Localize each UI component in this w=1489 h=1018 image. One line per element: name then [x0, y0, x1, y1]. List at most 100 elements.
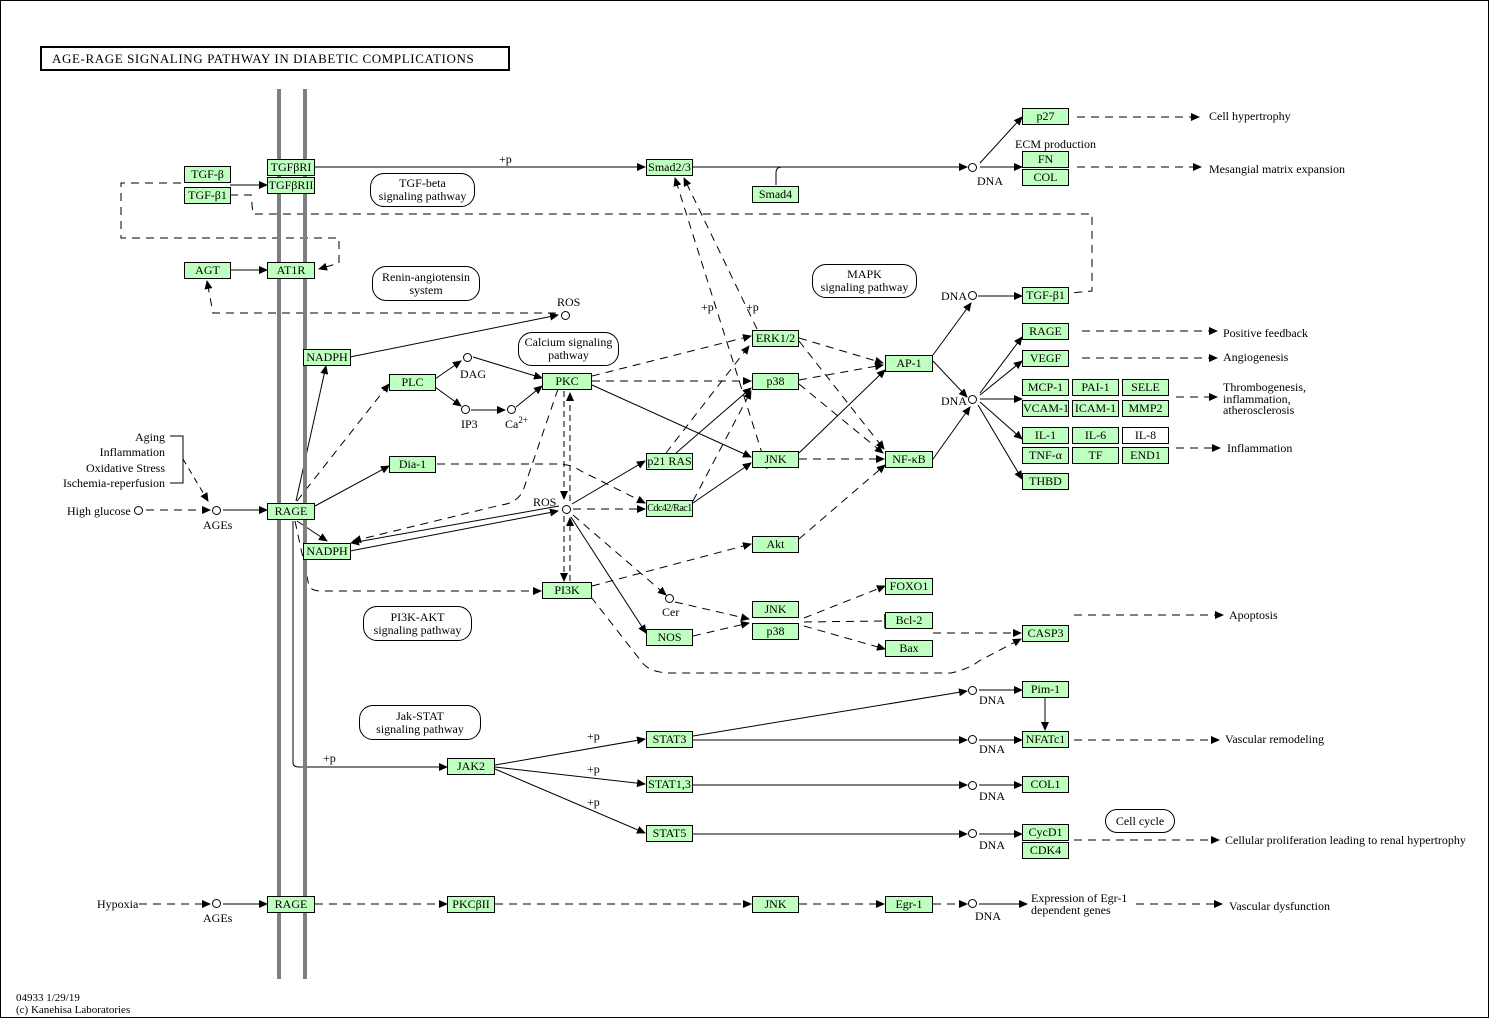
gene-nadph-lower[interactable]: NADPH: [303, 543, 351, 560]
gene-rage-membrane[interactable]: RAGE: [267, 503, 315, 520]
gene-tgfb1-output[interactable]: TGF-β1: [1022, 287, 1069, 304]
compound-cer[interactable]: [665, 594, 674, 603]
gene-stat5[interactable]: STAT5: [646, 825, 693, 842]
compound-ca[interactable]: [507, 405, 516, 414]
compound-dna-2[interactable]: [968, 291, 977, 300]
compound-ros-lower[interactable]: [562, 505, 571, 514]
gene-col1[interactable]: COL1: [1022, 776, 1069, 793]
gene-at1r[interactable]: AT1R: [267, 262, 315, 279]
gene-p38-upper[interactable]: p38: [752, 373, 799, 390]
gene-stat3[interactable]: STAT3: [646, 731, 693, 748]
compound-ages-upper[interactable]: [212, 506, 221, 515]
gene-vcam1[interactable]: VCAM-1: [1022, 400, 1069, 417]
gene-akt[interactable]: Akt: [752, 536, 799, 553]
gene-tf[interactable]: TF: [1072, 447, 1119, 464]
label-phospho-erk-right: +p: [746, 300, 759, 314]
pathway-renin-angiotensin[interactable]: Renin-angiotensin system: [372, 266, 480, 301]
gene-egr1[interactable]: Egr-1: [885, 896, 933, 913]
gene-casp3[interactable]: CASP3: [1022, 625, 1069, 642]
gene-pkcb2[interactable]: PKCβII: [447, 896, 495, 913]
gene-smad4[interactable]: Smad4: [752, 186, 799, 203]
gene-cycd1[interactable]: CycD1: [1022, 824, 1069, 841]
gene-il1[interactable]: IL-1: [1022, 427, 1069, 444]
gene-pim1[interactable]: Pim-1: [1022, 681, 1069, 698]
gene-erk12[interactable]: ERK1/2: [752, 330, 799, 347]
gene-jak2[interactable]: JAK2: [447, 758, 495, 775]
diagram-title: AGE-RAGE SIGNALING PATHWAY IN DIABETIC C…: [40, 46, 510, 71]
gene-tgfbr2[interactable]: TGFβRII: [267, 177, 315, 194]
gene-jnk-middle[interactable]: JNK: [752, 601, 799, 618]
label-dna-5: DNA: [979, 742, 1005, 756]
outcome-cell-hypertrophy: Cell hypertrophy: [1209, 109, 1291, 123]
pathway-mapk[interactable]: MAPK signaling pathway: [812, 264, 917, 298]
gene-dia1[interactable]: Dia-1: [389, 456, 436, 473]
compound-dna-6[interactable]: [968, 781, 977, 790]
compound-dna-8[interactable]: [968, 899, 977, 908]
gene-tgfb1[interactable]: TGF-β1: [184, 187, 231, 204]
outcome-inflammation: Inflammation: [1227, 441, 1293, 455]
gene-pai1[interactable]: PAI-1: [1072, 379, 1119, 396]
pathway-pi3k-akt[interactable]: PI3K-AKT signaling pathway: [363, 606, 472, 641]
compound-dna-4[interactable]: [968, 686, 977, 695]
pathway-tgf-beta[interactable]: TGF-beta signaling pathway: [370, 173, 475, 207]
gene-nos[interactable]: NOS: [646, 629, 693, 646]
gene-il6[interactable]: IL-6: [1072, 427, 1119, 444]
compound-ros-upper[interactable]: [561, 311, 570, 320]
gene-il8[interactable]: IL-8: [1122, 427, 1169, 444]
gene-stat13[interactable]: STAT1,3: [646, 776, 693, 793]
gene-nfatc1[interactable]: NFATc1: [1022, 731, 1069, 748]
gene-foxo1[interactable]: FOXO1: [885, 578, 933, 595]
pathway-calcium[interactable]: Calcium signaling pathway: [518, 332, 619, 366]
gene-fn[interactable]: FN: [1022, 151, 1069, 168]
label-ages-lower: AGEs: [203, 911, 233, 925]
gene-cdk4[interactable]: CDK4: [1022, 842, 1069, 859]
gene-bcl2[interactable]: Bcl-2: [885, 612, 933, 629]
gene-smad23[interactable]: Smad2/3: [646, 159, 693, 176]
compound-dag[interactable]: [463, 353, 472, 362]
gene-p27[interactable]: p27: [1022, 108, 1069, 125]
label-ca: Ca2+: [505, 415, 528, 431]
gene-thbd[interactable]: THBD: [1022, 473, 1069, 490]
label-ages-upper: AGEs: [203, 518, 233, 532]
gene-rage-hypoxia[interactable]: RAGE: [267, 896, 315, 913]
gene-col[interactable]: COL: [1022, 169, 1069, 186]
label-ca-superscript: 2+: [518, 415, 528, 425]
compound-dna-3[interactable]: [968, 395, 977, 404]
gene-nfkb[interactable]: NF-κB: [885, 451, 933, 468]
footer-id-line: 04933 1/29/19: [16, 992, 80, 1004]
gene-p21ras[interactable]: p21 RAS: [646, 453, 693, 470]
gene-icam1[interactable]: ICAM-1: [1072, 400, 1119, 417]
pathway-jak-stat[interactable]: Jak-STAT signaling pathway: [359, 705, 481, 740]
compound-ages-lower[interactable]: [212, 899, 221, 908]
gene-agt[interactable]: AGT: [184, 262, 231, 279]
compound-dna-1[interactable]: [968, 163, 977, 172]
gene-jnk-lower[interactable]: JNK: [752, 896, 799, 913]
gene-jnk-upper[interactable]: JNK: [752, 451, 799, 468]
gene-end1[interactable]: END1: [1122, 447, 1169, 464]
gene-sele[interactable]: SELE: [1122, 379, 1169, 396]
gene-p38-middle[interactable]: p38: [752, 623, 799, 640]
gene-nadph-upper[interactable]: NADPH: [303, 349, 351, 366]
compound-high-glucose[interactable]: [134, 506, 143, 515]
label-phospho-stat3: +p: [587, 729, 600, 743]
gene-plc[interactable]: PLC: [389, 374, 436, 391]
label-dna-8: DNA: [975, 909, 1001, 923]
gene-tgfb[interactable]: TGF-β: [184, 166, 231, 183]
compound-dna-7[interactable]: [968, 829, 977, 838]
gene-cdc42-rac1[interactable]: Cdc42/Rac1: [646, 500, 693, 517]
gene-tgfbr1[interactable]: TGFβRI: [267, 159, 315, 176]
gene-bax[interactable]: Bax: [885, 640, 933, 657]
compound-dna-5[interactable]: [968, 735, 977, 744]
gene-mcp1[interactable]: MCP-1: [1022, 379, 1069, 396]
gene-pkc[interactable]: PKC: [542, 373, 592, 390]
label-stimuli: Aging Inflammation Oxidative Stress Isch…: [63, 430, 165, 490]
gene-rage-output[interactable]: RAGE: [1022, 323, 1069, 340]
gene-pi3k[interactable]: PI3K: [542, 582, 592, 599]
gene-ap1[interactable]: AP-1: [885, 355, 933, 372]
pathway-cell-cycle[interactable]: Cell cycle: [1105, 809, 1175, 833]
compound-ip3[interactable]: [461, 405, 470, 414]
gene-tnfa[interactable]: TNF-α: [1022, 447, 1069, 464]
gene-mmp2[interactable]: MMP2: [1122, 400, 1169, 417]
gene-vegf[interactable]: VEGF: [1022, 350, 1069, 367]
